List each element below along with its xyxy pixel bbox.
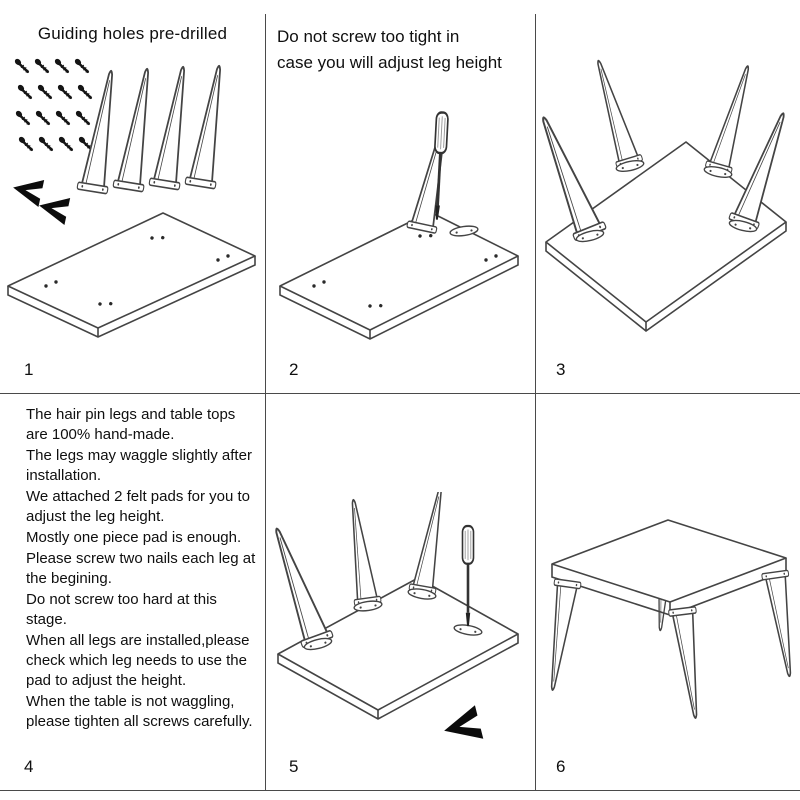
angle-brackets-icon — [10, 174, 71, 225]
hairpin-leg-icon — [405, 117, 461, 235]
step4-number: 4 — [24, 757, 34, 776]
note-paragraph: Do not screw too hard at this stage. — [26, 591, 217, 628]
step3-number: 3 — [556, 360, 566, 379]
step2-title-line1: Do not screw too tight in — [277, 27, 460, 46]
hairpin-leg-icon — [584, 55, 644, 170]
tabletop-drawing — [551, 519, 787, 616]
step6-number: 6 — [556, 757, 566, 776]
hairpin-leg-icon — [407, 492, 455, 596]
note-paragraph: Mostly one piece pad is enough. — [26, 529, 242, 546]
note-paragraph: The legs may waggle slightly after insta… — [26, 447, 252, 484]
hairpin-legs-icon — [75, 62, 236, 196]
column-divider-2 — [535, 14, 536, 790]
tabletop-drawing — [545, 141, 787, 333]
step2-title: Do not screw too tight in case you will … — [277, 24, 502, 76]
hairpin-leg-icon — [667, 605, 711, 721]
hairpin-leg-icon — [538, 577, 583, 693]
assembly-notes: The hair pin legs and table tops are 100… — [26, 405, 259, 733]
illustration-step-1-parts — [7, 56, 256, 338]
note-paragraph: The hair pin legs and table tops are 100… — [26, 406, 236, 443]
hairpin-leg-icon — [704, 61, 762, 176]
row-divider — [0, 393, 800, 394]
hairpin-leg-icon — [538, 110, 608, 243]
illustration-step-6-finished-table — [538, 519, 798, 721]
screws-icon — [12, 56, 94, 152]
illustration-step-5-adjust-pad — [270, 492, 519, 748]
tabletop-predrilled-drawing — [7, 212, 256, 338]
column-divider-1 — [265, 14, 266, 790]
note-paragraph: When the table is not waggling, please t… — [26, 693, 253, 730]
bottom-border — [0, 790, 800, 791]
hairpin-leg-icon — [760, 569, 798, 679]
step1-title: Guiding holes pre-drilled — [37, 24, 228, 43]
note-paragraph: Please screw two nails each leg at the b… — [26, 550, 256, 587]
felt-pad-icon — [440, 705, 484, 748]
illustration-step-2-first-leg — [279, 110, 519, 340]
hairpin-leg-icon — [339, 497, 383, 607]
step2-number: 2 — [289, 360, 299, 379]
tabletop-drawing — [279, 211, 519, 340]
hairpin-leg-icon — [270, 522, 335, 650]
step5-number: 5 — [289, 757, 299, 776]
note-paragraph: We attached 2 felt pads for you to adjus… — [26, 488, 251, 525]
illustration-step-3-all-legs — [538, 55, 798, 333]
note-paragraph: When all legs are installed,please check… — [26, 632, 250, 689]
step1-number: 1 — [24, 360, 34, 379]
step2-title-line2: case you will adjust leg height — [277, 53, 502, 72]
